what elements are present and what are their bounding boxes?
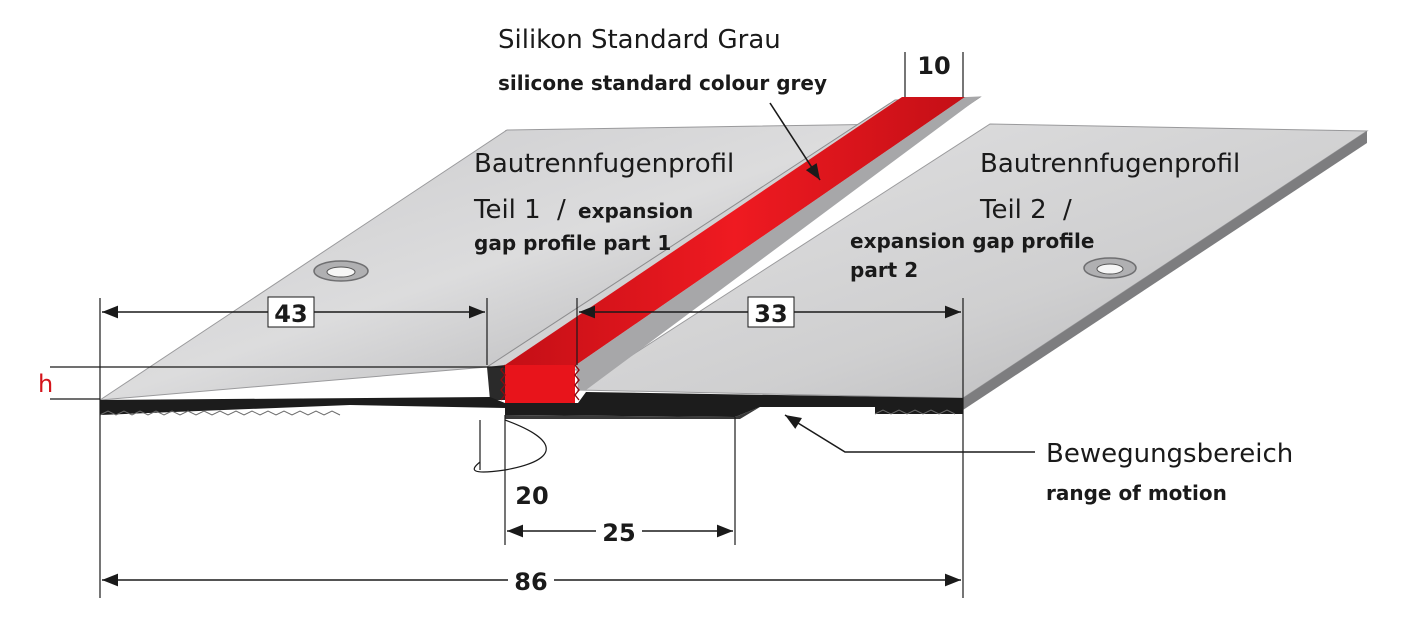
dim-motion-width: 25 (602, 519, 635, 547)
silicone-label-en: silicone standard colour grey (498, 71, 827, 95)
part1-label-de: Bautrennfugenprofil (474, 149, 734, 179)
right-plate-part-2 (576, 123, 1369, 410)
part1-label-teil: Teil 1 (473, 195, 541, 225)
dim-joint-depth: 20 (515, 482, 548, 510)
part2-label-de: Bautrennfugenprofil (980, 149, 1240, 179)
dimension-labels: 43 33 10 25 86 20 h (38, 52, 951, 596)
part2-label-teil: Teil 2 (979, 195, 1047, 225)
part2-label-en-a: expansion gap profile (850, 229, 1094, 253)
silicone-channel (485, 96, 982, 405)
part2-label-en-b: part 2 (850, 258, 918, 282)
part1-label-en-b: gap profile part 1 (474, 231, 671, 255)
motion-label-de: Bewegungsbereich (1046, 439, 1293, 469)
dim-right-width: 33 (754, 300, 787, 328)
height-symbol: h (38, 370, 53, 398)
part2-label-slash: / (1063, 195, 1072, 225)
left-plate-part-1 (99, 123, 897, 401)
silicone-section (505, 365, 575, 405)
part1-label-en-a: expansion (578, 199, 693, 223)
dim-left-width: 43 (274, 300, 307, 328)
silicone-strip (505, 97, 965, 365)
motion-label-en: range of motion (1046, 481, 1227, 505)
dim-total-width: 86 (514, 568, 547, 596)
base-profile (99, 392, 963, 419)
text-labels: Silikon Standard Grau silicone standard … (473, 25, 1293, 505)
part1-label-slash: / (557, 195, 566, 225)
silicone-label-de: Silikon Standard Grau (498, 25, 781, 55)
dim-top-width: 10 (917, 52, 950, 80)
